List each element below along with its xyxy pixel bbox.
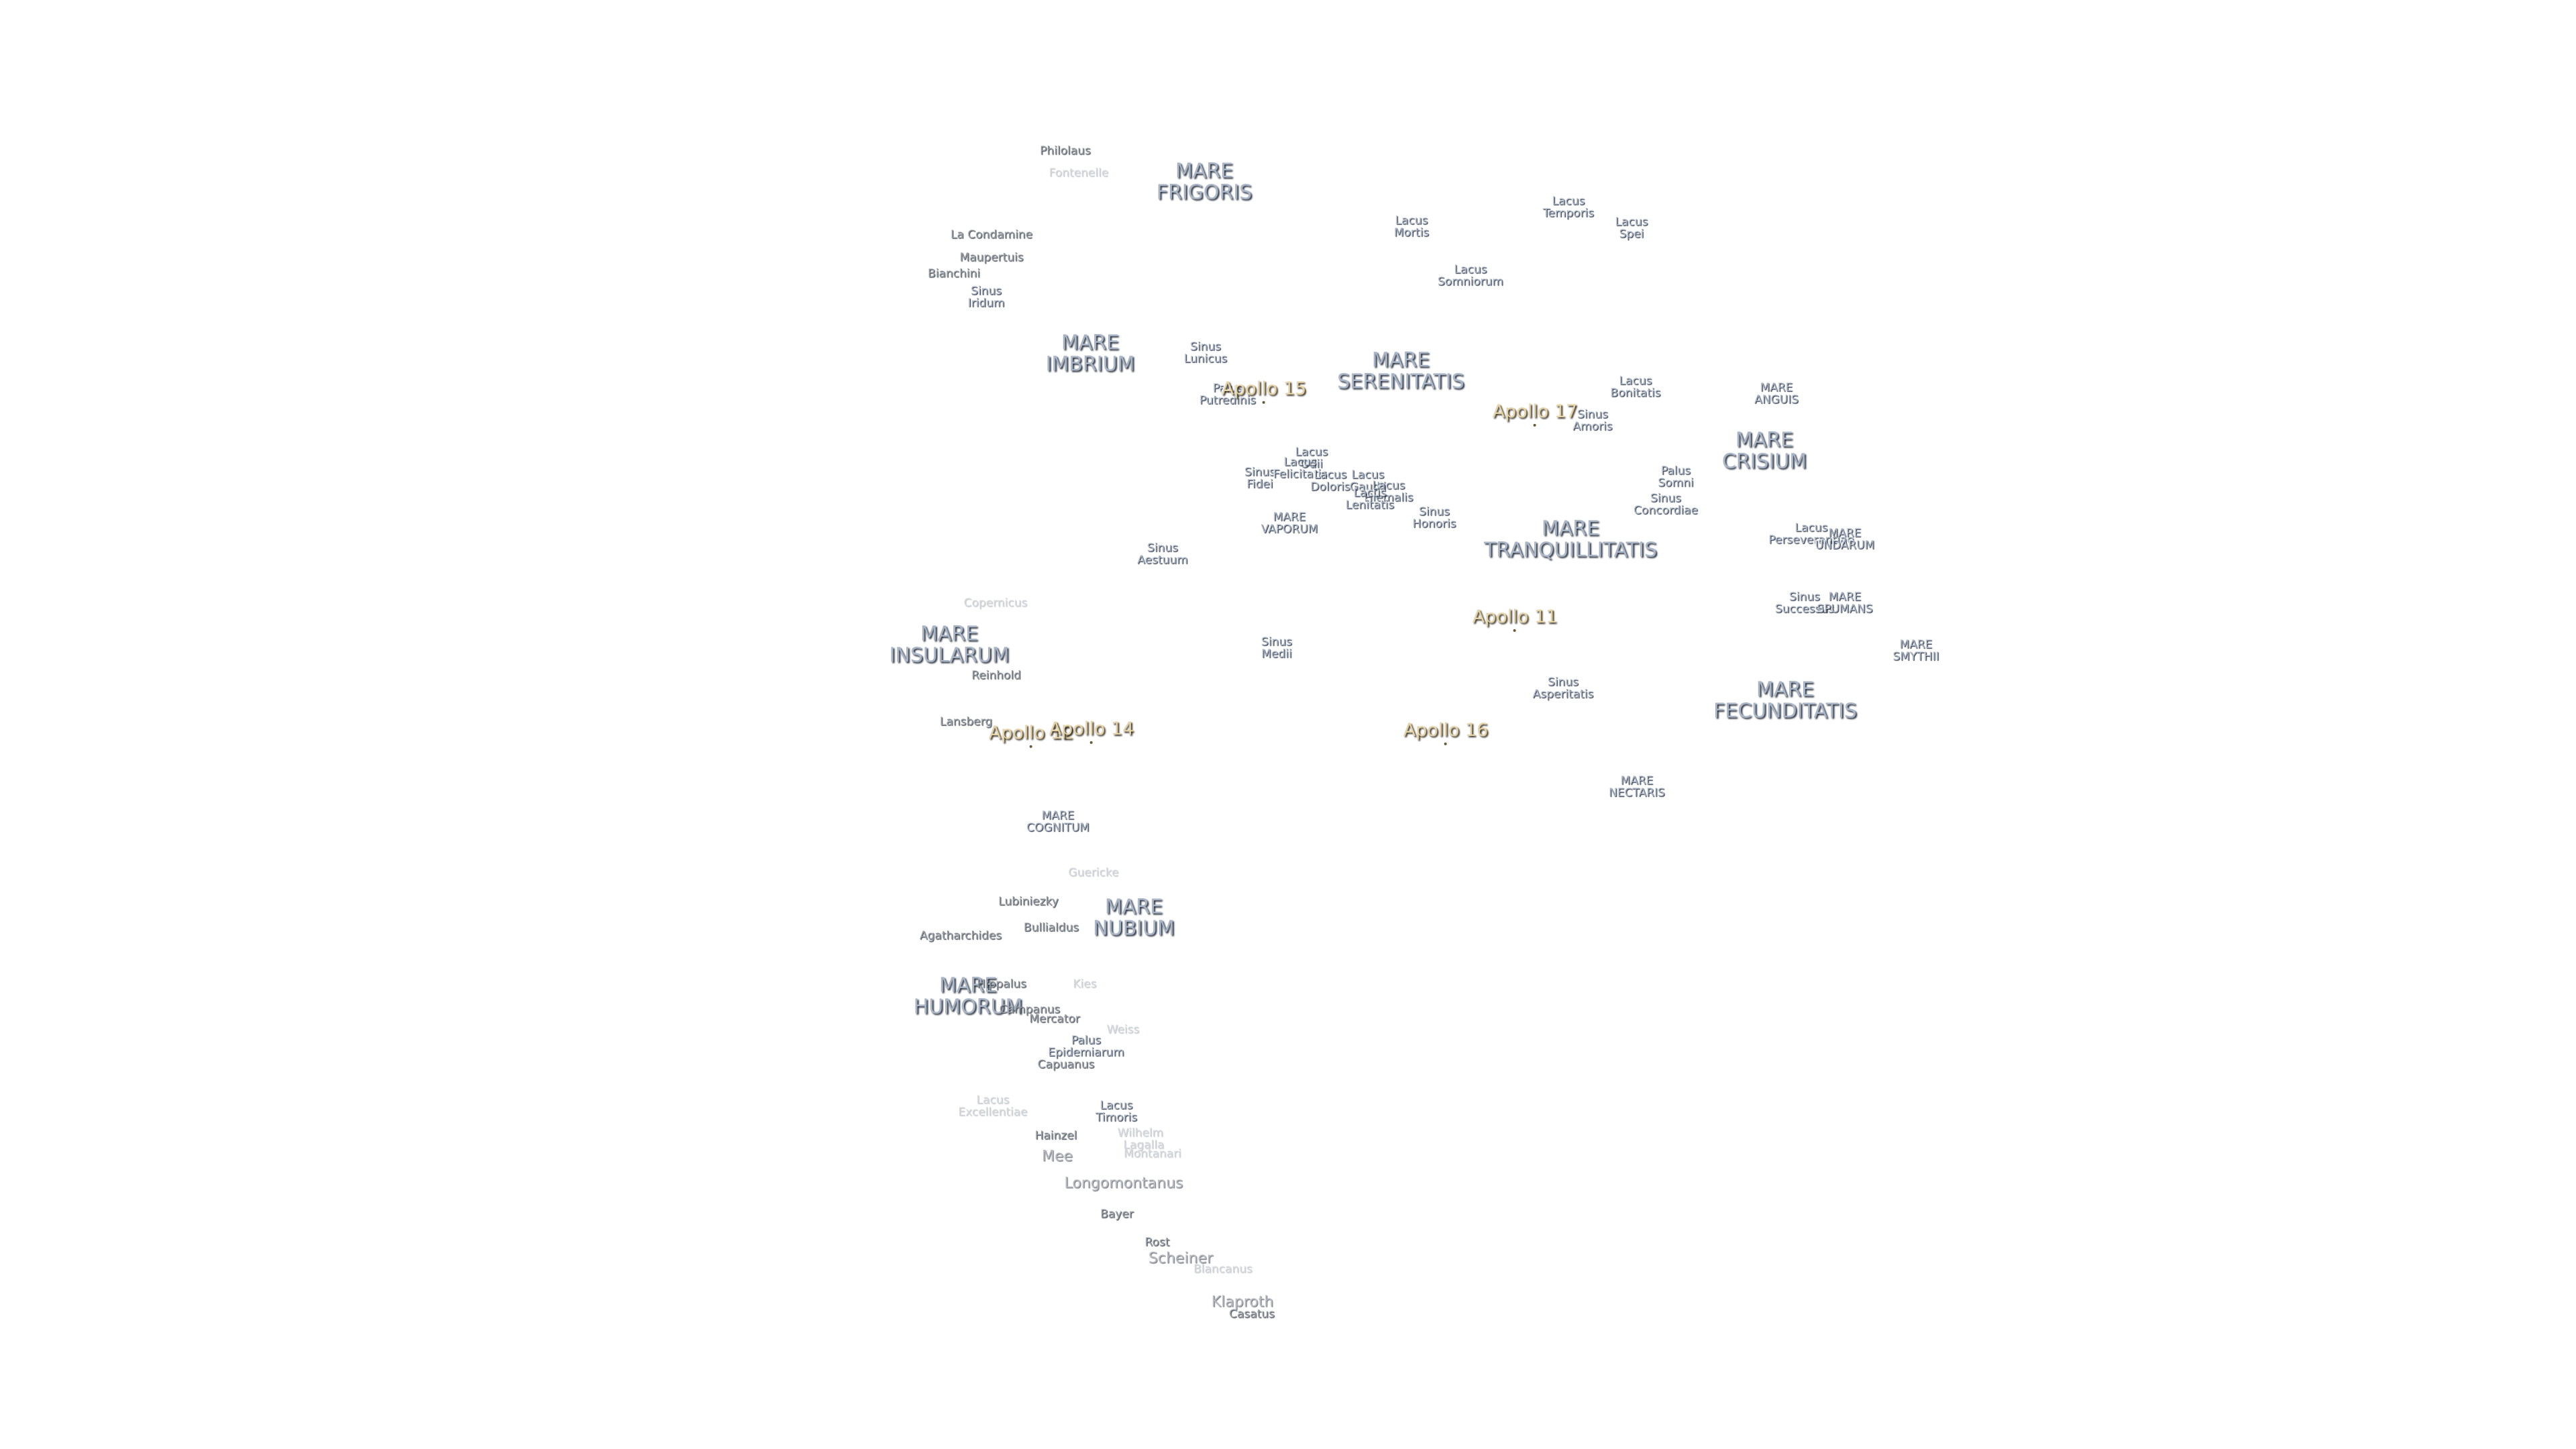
- map-label-montanari: Montanari: [1124, 1147, 1181, 1161]
- map-label-apollo-16: Apollo 16: [1403, 719, 1489, 746]
- map-label-lacus-mortis: Lacus Mortis: [1393, 214, 1430, 239]
- map-label-lacus-perseverantiae: Lacus Perseverantiae: [1768, 521, 1854, 547]
- map-label-palus-somni: Palus Somni: [1658, 464, 1694, 490]
- map-label-mare-humorum: MARE HUMORUM: [913, 973, 1023, 1018]
- map-label-lacus-excellentiae: Lacus Excellentiae: [958, 1093, 1028, 1119]
- map-label-kies: Kies: [1073, 977, 1097, 991]
- map-label-apollo-17: Apollo 17: [1492, 400, 1578, 427]
- map-label-mare-vaporum: MARE VAPORUM: [1260, 511, 1318, 536]
- map-label-agatharchides: Agatharchides: [919, 929, 1002, 943]
- map-label-campanus: Campanus: [999, 1003, 1061, 1017]
- map-label-mare-fecunditatis: MARE FECUNDITATIS: [1713, 678, 1857, 722]
- map-label-apollo-14: Apollo 14: [1049, 718, 1134, 745]
- map-label-palus-putredinis: Palus Putredinis: [1199, 382, 1256, 407]
- map-label-apollo-11: Apollo 11: [1472, 606, 1558, 633]
- map-label-mare-serenitatis: MARE SERENITATIS: [1337, 348, 1464, 393]
- map-label-sinus-honoris: Sinus Honoris: [1412, 505, 1456, 531]
- map-label-la-condamine: La Condamine: [950, 228, 1033, 242]
- map-label-mare-anguis: MARE ANGUIS: [1754, 381, 1799, 407]
- map-label-fontenelle: Fontenelle: [1049, 166, 1109, 180]
- map-label-mare-frigoris: MARE FRIGORIS: [1156, 159, 1252, 204]
- map-label-lacus-timoris: Lacus Timoris: [1095, 1099, 1138, 1124]
- map-label-apollo-15: Apollo 15: [1221, 378, 1307, 405]
- map-label-scheiner: Scheiner: [1148, 1250, 1214, 1267]
- map-label-mare-undarum: MARE UNDARUM: [1815, 527, 1875, 552]
- map-label-lacus-felicitatis: Lacus Felicitatis: [1273, 455, 1328, 481]
- map-label-wilhelm: Wilhelm: [1117, 1126, 1164, 1140]
- map-label-philolaus: Philolaus: [1040, 144, 1091, 158]
- map-label-mare-nectaris: MARE NECTARIS: [1609, 774, 1665, 800]
- map-label-lagalla: Lagalla: [1123, 1138, 1165, 1152]
- map-label-lacus-doloris: Lacus Doloris: [1310, 468, 1350, 494]
- map-label-sinus-iridum: Sinus Iridum: [967, 284, 1005, 310]
- map-label-capuanus: Capuanus: [1037, 1058, 1095, 1072]
- map-label-mare-smythii: MARE SMYTHII: [1892, 638, 1939, 663]
- map-label-reinhold: Reinhold: [971, 669, 1021, 683]
- map-label-lansberg: Lansberg: [939, 715, 993, 729]
- map-label-bayer: Bayer: [1100, 1208, 1134, 1222]
- map-label-copernicus: Copernicus: [963, 596, 1028, 610]
- map-label-hainzel: Hainzel: [1034, 1129, 1077, 1143]
- map-label-maupertuis: Maupertuis: [959, 251, 1024, 265]
- map-label-lacus-somniorum: Lacus Somniorum: [1438, 263, 1503, 288]
- map-label-lacus-spei: Lacus Spei: [1615, 215, 1648, 241]
- map-label-mare-nubium: MARE NUBIUM: [1093, 895, 1175, 940]
- map-label-klaproth: Klaproth: [1211, 1293, 1274, 1311]
- map-label-casatus: Casatus: [1229, 1307, 1275, 1322]
- map-label-sinus-aestuum: Sinus Aestuum: [1137, 541, 1188, 567]
- map-label-mare-tranquillitatis: MARE TRANQUILLITATIS: [1483, 517, 1658, 561]
- map-label-mare-crisium: MARE CRISIUM: [1721, 428, 1807, 473]
- map-label-sinus-successus: Sinus Successus: [1774, 590, 1835, 616]
- map-label-lacus-odii: Lacus Odii: [1295, 445, 1328, 471]
- map-label-bullialdus: Bullialdus: [1023, 921, 1079, 935]
- map-label-sinus-lunicus: Sinus Lunicus: [1183, 340, 1228, 366]
- map-label-sinus-fidei: Sinus Fidei: [1244, 466, 1275, 491]
- map-label-lacus-temporis: Lacus Temporis: [1542, 195, 1595, 220]
- map-label-bianchini: Bianchini: [928, 267, 980, 281]
- map-label-mare-spumans: MARE SPUMANS: [1817, 590, 1873, 616]
- map-label-mare-insularum: MARE INSULARUM: [889, 622, 1010, 667]
- map-label-sinus-amoris: Sinus Amoris: [1572, 408, 1613, 433]
- map-label-lubiniezky: Lubiniezky: [998, 895, 1059, 909]
- map-label-rost: Rost: [1144, 1236, 1170, 1250]
- map-label-longomontanus: Longomontanus: [1064, 1175, 1183, 1192]
- map-label-lacus-bonitatis: Lacus Bonitatis: [1610, 374, 1661, 400]
- map-label-sinus-medii: Sinus Medii: [1261, 635, 1292, 661]
- map-label-weiss: Weiss: [1106, 1023, 1140, 1037]
- map-label-sinus-concordiae: Sinus Concordiae: [1633, 492, 1698, 517]
- map-label-guericke: Guericke: [1068, 866, 1119, 880]
- map-label-lacus-gaudii: Lacus Gaudii: [1349, 468, 1387, 494]
- map-label-hippalus: Hippalus: [977, 977, 1026, 991]
- map-label-mare-imbrium: MARE IMBRIUM: [1045, 331, 1135, 376]
- map-label-sinus-asperitatis: Sinus Asperitatis: [1532, 676, 1594, 701]
- map-label-mee: Mee: [1041, 1148, 1073, 1165]
- map-label-lacus-lenitatis: Lacus Lenitatis: [1345, 486, 1395, 512]
- map-label-mercator: Mercator: [1029, 1012, 1080, 1026]
- map-label-mare-cognitum: MARE COGNITUM: [1026, 809, 1089, 835]
- map-label-lacus-hiemalis: Lacus Hiemalis: [1364, 479, 1413, 504]
- map-label-palus-epidemiarum: Palus Epidemiarum: [1048, 1034, 1124, 1059]
- map-label-apollo-12: Apollo 12: [988, 722, 1074, 749]
- map-label-blancanus: Blancanus: [1193, 1263, 1252, 1277]
